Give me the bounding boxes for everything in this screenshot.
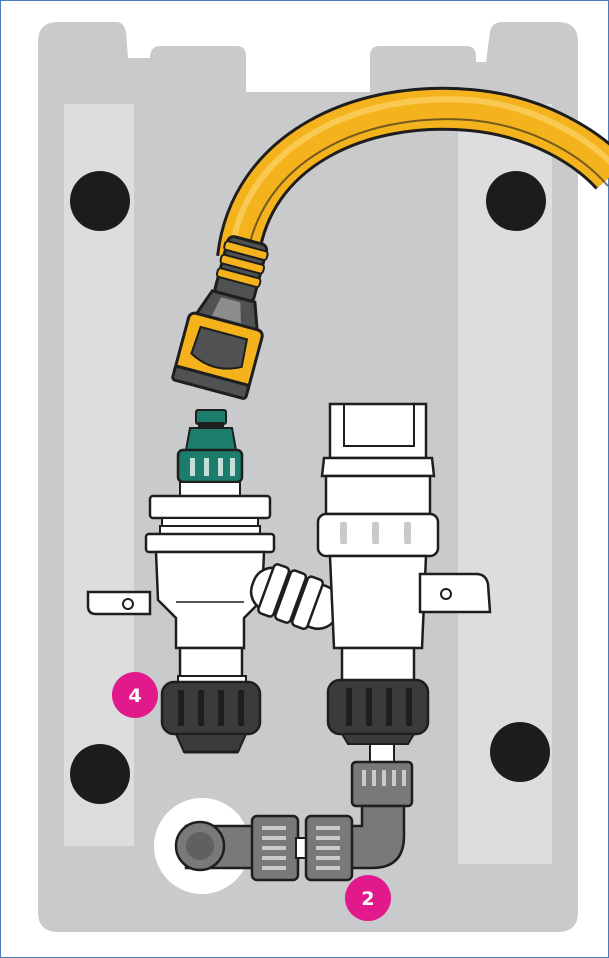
mounting-holes	[70, 171, 550, 804]
screw-hole-icon	[70, 171, 130, 231]
callout-label-4: 4	[128, 685, 141, 707]
left-valve-body	[86, 481, 276, 690]
screw-hole-icon	[70, 744, 130, 804]
callout-badge	[112, 672, 158, 718]
callout-4: 4	[112, 672, 158, 718]
elbow-pipe-icon	[174, 760, 414, 882]
left-nut	[160, 680, 262, 754]
callout-label-2: 2	[361, 888, 374, 910]
tap-adapter-icon	[176, 409, 244, 484]
callout-2: 2	[345, 875, 391, 921]
valve-icon	[316, 402, 492, 684]
side-connector	[249, 563, 341, 631]
callout-badge	[345, 875, 391, 921]
right-nut	[326, 678, 430, 765]
hose-connector-icon	[171, 235, 269, 400]
garden-hose-icon	[216, 86, 609, 265]
screw-hole-icon	[486, 171, 546, 231]
screw-hole-icon	[490, 722, 550, 782]
